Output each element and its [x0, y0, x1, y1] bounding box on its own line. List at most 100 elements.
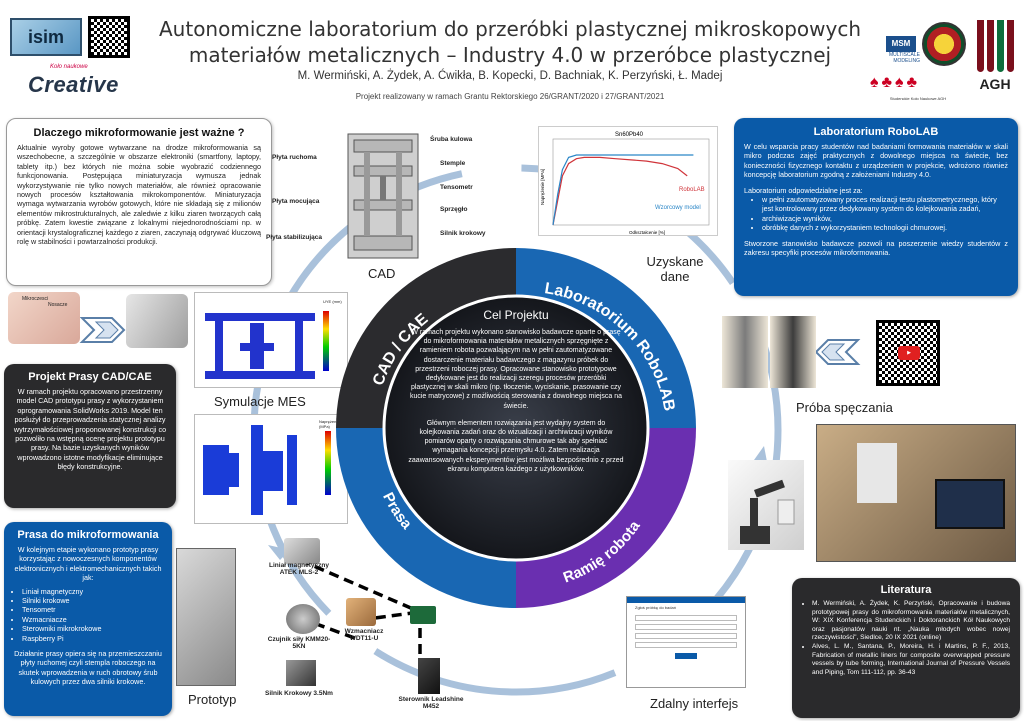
- chart-plot-area: [552, 138, 710, 226]
- stepper-motor-photo: [286, 660, 316, 686]
- interface-submit-button[interactable]: [675, 653, 697, 659]
- cad-label-stabilizujaca: Płyta stabilizująca: [266, 234, 322, 241]
- force-sensor-photo: [286, 604, 320, 634]
- msm-logo-mark: MSM: [886, 36, 916, 52]
- agh-logo: AGH: [972, 20, 1018, 100]
- cad-label-tensometr: Tensometr: [440, 184, 473, 191]
- fem-drawing-1: [205, 311, 329, 379]
- remote-caption: Zdalny interfejs: [650, 696, 739, 711]
- fem-caption: Symulacje MES: [214, 394, 306, 409]
- interface-field-2[interactable]: [635, 624, 737, 630]
- list-item: w pełni zautomatyzowany proces realizacj…: [762, 195, 1008, 214]
- press-box: Prasa do mikroformowania W kolejnym etap…: [4, 522, 172, 716]
- list-item: Sterowniki mikrokrokowe: [22, 624, 164, 633]
- interface-field-4[interactable]: [635, 642, 737, 648]
- list-item: Silniki krokowe: [22, 596, 164, 605]
- why-title: Dlaczego mikroformowanie jest ważne ?: [33, 127, 245, 139]
- chart-legend-model: Wzorcowy model: [655, 205, 701, 211]
- literature-box: Literatura M. Wermiński, A. Żydek, K. Pe…: [792, 578, 1020, 718]
- smartphones-photo: [126, 294, 188, 348]
- results-chart: Sn60Pb40 Odkształcenie [%] Naprężenie [M…: [538, 126, 718, 236]
- fem-legend-1-title: UYE (mm): [323, 299, 342, 304]
- chart-ylabel: Naprężenie [MPa]: [540, 169, 545, 205]
- cad-label-ruchoma: Płyta ruchoma: [272, 154, 317, 161]
- chart-legend-robolab: RoboLAB: [679, 187, 705, 193]
- chevron-arrow-left: [79, 317, 126, 343]
- laptop-screen: [935, 479, 1005, 529]
- list-item: M. Wermiński, A. Żydek, K. Perzyński, Op…: [812, 600, 1010, 643]
- interface-field-1[interactable]: [635, 615, 737, 621]
- robot-arm-photo: [728, 460, 804, 550]
- interface-field-3[interactable]: [635, 633, 737, 639]
- robolab-intro: W celu wsparcia pracy studentów nad bada…: [744, 142, 1008, 180]
- press-intro: W kolejnym etapie wykonano prototyp pras…: [14, 545, 162, 583]
- cad-cae-title: Projekt Prasy CAD/CAE: [28, 371, 152, 383]
- center-paragraph-1: W ramach projektu wykonano stanowisko ba…: [409, 329, 623, 410]
- chart-xlabel: Odkształcenie [%]: [629, 230, 665, 235]
- list-item: archiwizacje wyników,: [762, 214, 1008, 223]
- fem-drawing-2: [203, 425, 331, 515]
- agh-logo-text: AGH: [979, 76, 1011, 92]
- robolab-list: w pełni zautomatyzowany proces realizacj…: [744, 195, 1008, 233]
- interface-topbar: [627, 597, 745, 603]
- label-sterownik: Sterownik Leadshine M452: [398, 696, 464, 710]
- remote-interface-screenshot[interactable]: Zgłoś próbkę do badań: [626, 596, 746, 688]
- cad-cae-box: Projekt Prasy CAD/CAE W ramach projektu …: [4, 364, 176, 508]
- grant-info: Projekt realizowany w ramach Grantu Rekt…: [355, 92, 665, 101]
- literature-title: Literatura: [880, 584, 932, 596]
- fem-simulation-1: UYE (mm): [194, 292, 348, 388]
- robolab-title: Laboratorium RoboLAB: [813, 126, 939, 138]
- cad-model-image: [344, 130, 422, 262]
- list-item: obróbkę danych z wykorzystaniem technolo…: [762, 223, 1008, 232]
- creative-logo: Creative: [28, 72, 119, 97]
- cad-label-mocujaca: Płyta mocująca: [272, 198, 320, 205]
- magnetic-ruler-photo: [284, 538, 320, 564]
- amplifier-photo: [346, 598, 376, 626]
- robot-arm-drawing: [740, 479, 795, 544]
- literature-list: M. Wermiński, A. Żydek, K. Perzyński, Op…: [802, 600, 1010, 677]
- prototype-caption: Prototyp: [188, 692, 237, 707]
- list-item: Alves, L. M., Santana, P., Moreira, H. i…: [812, 643, 1010, 677]
- center-title: Cel Projektu: [483, 308, 549, 322]
- poster-authors: M. Wermiński, A. Żydek, A. Ćwikła, B. Ko…: [297, 70, 723, 82]
- raspberry-pi-photo: [410, 606, 436, 624]
- why-body: Aktualnie wyroby gotowe wytwarzane na dr…: [17, 143, 261, 247]
- label-silnik-krokowy: Silnik Krokowy 3.5Nm: [265, 690, 333, 697]
- label-czujnik: Czujnik siły KMM20-5KN: [267, 636, 331, 650]
- poster-title: Autonomiczne laboratorium do przeróbki p…: [159, 17, 861, 67]
- chart-series-line-1: [552, 154, 694, 226]
- label-wzmacniacz: Wzmacniacz WDT11-U: [344, 628, 384, 642]
- cad-cae-body: W ramach projektu opracowano przestrzenn…: [13, 387, 167, 472]
- fingertip-microparts-photo: Mikroczesci Nosacze: [8, 292, 80, 344]
- cad-label-stemple: Stemple: [440, 160, 466, 167]
- msm-logo: MSM MULTISCALE MODELING: [872, 36, 920, 74]
- dance-club-caption: Studenckie Koło Naukowe AGH: [889, 96, 947, 101]
- compression-photo-2: [770, 316, 816, 388]
- creative-logo-small: Koło naukowe: [50, 64, 88, 70]
- press-component-list: Liniał magnetyczny Silniki krokowe Tenso…: [12, 587, 164, 643]
- driver-photo: [418, 658, 440, 694]
- center-paragraph-2: Głównym elementem rozwiązania jest wydaj…: [408, 419, 624, 473]
- compression-caption: Próba spęczania: [796, 400, 893, 415]
- chart-title: Sn60Pb40: [615, 132, 644, 138]
- cad-label-silnik: Silnik krokowy: [440, 230, 486, 237]
- youtube-icon: ▶: [898, 346, 920, 360]
- press-title: Prasa do mikroformowania: [17, 529, 159, 541]
- university-seal-logo: [922, 22, 966, 66]
- qr-code-top[interactable]: [88, 16, 130, 58]
- center-text: Cel Projektu W ramach projektu wykonano …: [408, 308, 624, 474]
- fem-simulation-2: Naprężenie (MPa): [194, 414, 348, 524]
- label-linial: Liniał magnetyczny ATEK MLS-2: [269, 562, 329, 576]
- dance-club-logo: ♠♣♠♣: [870, 74, 920, 91]
- cad-label-sprzeglo: Sprzęgło: [440, 206, 468, 213]
- isim-logo: isim: [10, 18, 82, 56]
- chart-series-line-0: [552, 156, 688, 226]
- list-item: Raspberry Pi: [22, 634, 164, 643]
- project-goal-circle: CAD / CAE Laboratorium RoboLAB Ramię rob…: [336, 248, 696, 608]
- interface-form-title: Zgłoś próbkę do badań: [635, 605, 676, 610]
- robolab-box: Laboratorium RoboLAB W celu wsparcia pra…: [734, 118, 1018, 296]
- press-outro: Działanie prasy opiera się na przemieszc…: [14, 649, 162, 687]
- phone-label-a: Mikroczesci: [22, 296, 49, 302]
- compression-photo-1: [722, 316, 768, 388]
- circle-ring: CAD / CAE Laboratorium RoboLAB Ramię rob…: [336, 248, 696, 608]
